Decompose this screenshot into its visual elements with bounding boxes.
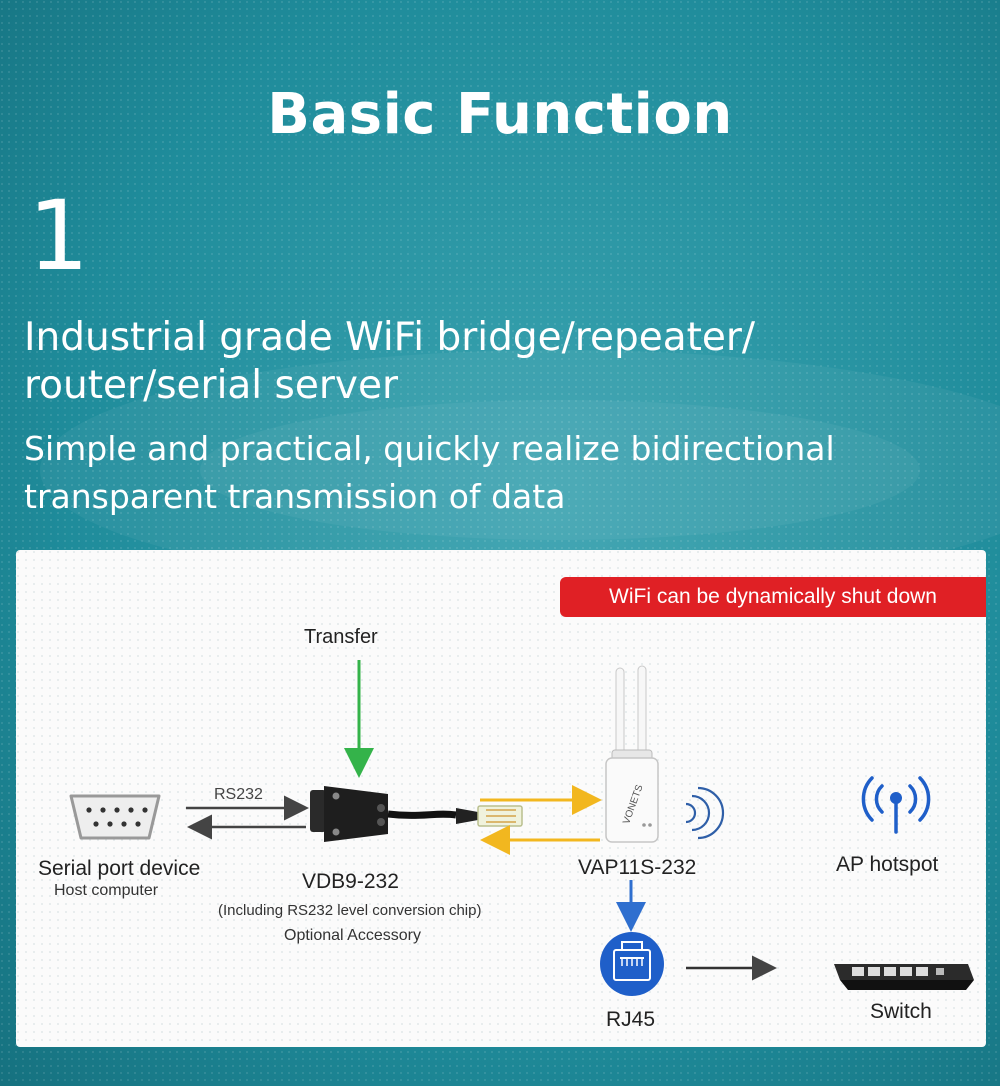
serial-port-icon: [69, 794, 161, 840]
router-wifi-signal-icon: [685, 786, 725, 840]
rj45-icon: [600, 932, 664, 996]
adapter-accessory: Optional Accessory: [284, 927, 421, 944]
rs232-label: RS232: [214, 786, 263, 803]
switch-label: Switch: [870, 1000, 932, 1023]
vap11s-router-icon: VONETS: [605, 665, 659, 843]
subheadline: Simple and practical, quickly realize bi…: [24, 425, 954, 521]
ap-hotspot-label: AP hotspot: [836, 853, 939, 876]
serial-device-name: Serial port device: [38, 857, 201, 880]
transfer-label: Transfer: [304, 626, 378, 648]
headline: Industrial grade WiFi bridge/repeater/ r…: [24, 314, 924, 410]
adapter-name: VDB9-232: [302, 870, 399, 893]
router-name: VAP11S-232: [578, 856, 697, 879]
switch-icon: [834, 964, 974, 990]
ap-hotspot-icon: [861, 776, 931, 834]
vdb9-cable-icon: [310, 786, 523, 842]
headline-line-2: router/serial server: [24, 363, 398, 408]
step-number: 1: [28, 180, 90, 292]
panel-dot-pattern: VONETS: [16, 550, 986, 1047]
wifi-shutdown-badge: WiFi can be dynamically shut down: [560, 577, 986, 617]
headline-line-1: Industrial grade WiFi bridge/repeater/: [24, 315, 756, 360]
adapter-note: (Including RS232 level conversion chip): [218, 902, 482, 919]
rj45-label: RJ45: [606, 1008, 656, 1031]
subheadline-line-1: Simple and practical, quickly realize bi…: [24, 429, 835, 468]
serial-device-sub: Host computer: [54, 882, 159, 899]
subheadline-line-2: transparent transmission of data: [24, 477, 566, 516]
diagram-panel: VONETS: [16, 550, 986, 1047]
page-title: Basic Function: [267, 82, 733, 147]
